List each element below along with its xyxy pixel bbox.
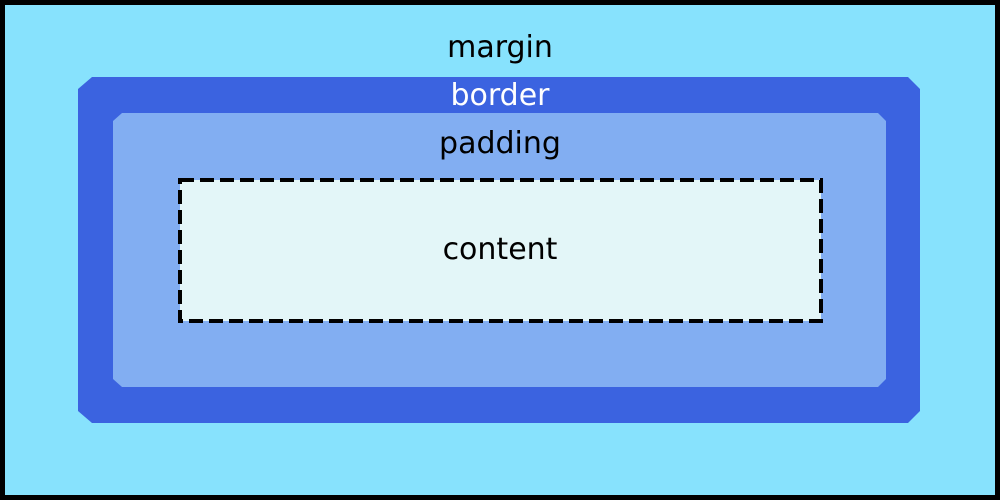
border-label: border (450, 78, 550, 113)
padding-label: padding (439, 126, 561, 161)
box-model-layers (78, 77, 920, 423)
content-area (178, 178, 823, 323)
content-label: content (442, 232, 558, 267)
margin-label: margin (447, 30, 553, 65)
